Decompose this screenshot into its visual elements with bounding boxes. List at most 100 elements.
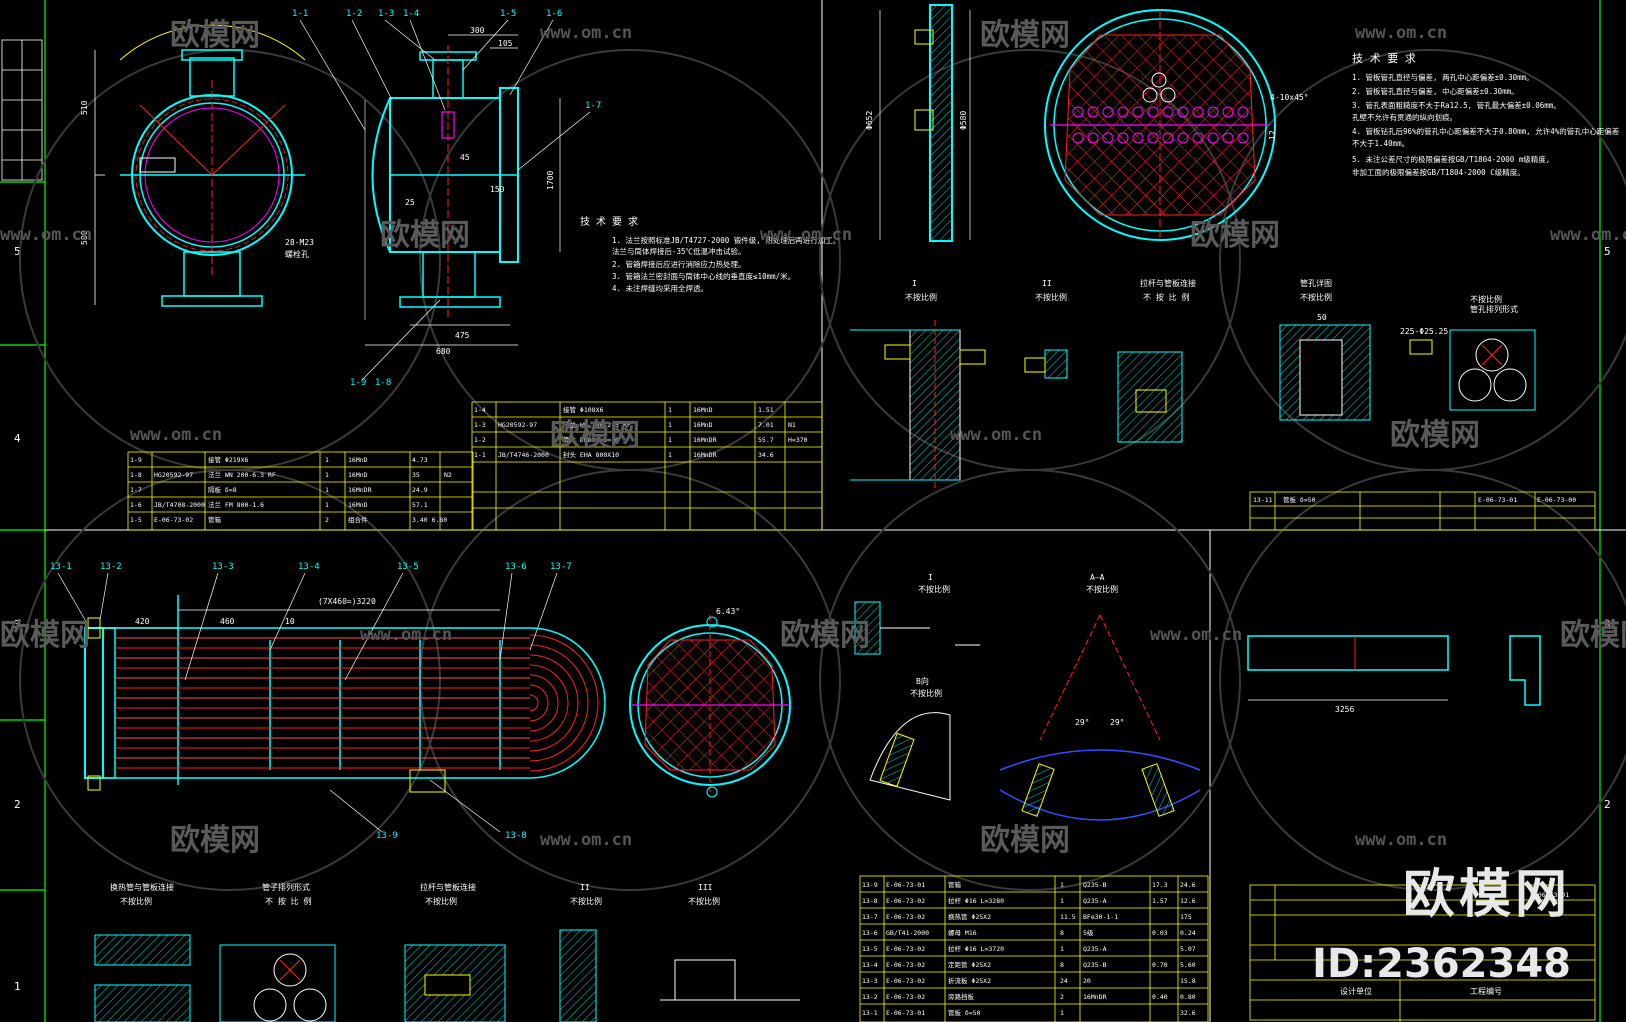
dim-10: 10	[285, 617, 295, 626]
bom-bottom-cell: 13-5	[862, 945, 878, 953]
bom-bottom-cell: 拉杆 Φ16 L=3720	[948, 944, 1004, 953]
bom-bottom-cell: Q235-A	[1083, 897, 1107, 905]
channel-front-labels: 510 580 28-M23 螺栓孔	[80, 100, 314, 259]
detail-title-I: I	[912, 279, 917, 288]
detail-views-row1	[94, 929, 800, 1022]
detail-title-tierod: 拉杆与管板连接	[1140, 278, 1196, 288]
tie-rod-labels: 3256	[1335, 705, 1354, 714]
bom-top-mid-cell: 1	[668, 406, 672, 414]
wm-brand: 欧模网	[170, 18, 260, 53]
tech-req-top-right-title: 技 术 要 求	[1352, 52, 1416, 65]
tube-hole	[1237, 106, 1249, 118]
bom-bottom-cell: Q235-B	[1083, 881, 1107, 889]
bom-bottom-cell: 12.6	[1180, 897, 1196, 905]
bom-bottom-cell: E-06-73-02	[886, 913, 925, 921]
bom-bottom-cell: 0.40	[1152, 993, 1168, 1001]
bom-bottom-cell: 旁路挡板	[948, 992, 975, 1001]
tube-hole	[1222, 132, 1234, 144]
tube-hole	[1132, 106, 1144, 118]
tube-hole	[1162, 106, 1174, 118]
detail-sub-II: 不按比例	[1035, 292, 1067, 302]
bom-bottom-cell: 20	[1083, 977, 1091, 985]
bom-bottom-cell: 13-4	[862, 961, 878, 969]
bom-top-mid-cell: 接管 Φ108X6	[563, 405, 603, 414]
bom-top-left-cell: 法兰 WN 200-6.3 RF	[208, 470, 276, 479]
u-bend	[529, 684, 549, 722]
bom-bottom-cell: 0.70	[1152, 961, 1168, 969]
tube-bundle-dims: 420 460 10 (7X460=)3220	[135, 597, 376, 626]
bom-bottom-cell: 32.6	[1180, 1009, 1196, 1017]
bom-bottom-cell: 换热管 Φ25X2	[948, 912, 991, 921]
bom-top-left-cell: 16MnD	[348, 471, 368, 479]
bom-top-mid-cell: N1	[788, 421, 796, 429]
bottom-leaders	[57, 572, 558, 833]
bom-bottom-cell: GB/T41-2000	[886, 929, 929, 937]
detail-sub-I: 不按比例	[905, 292, 937, 302]
bom-bottom-cell: 管箱	[948, 880, 962, 889]
brand-watermarks: 欧模网 欧模网 欧模网 欧模网 欧模网 欧模网 欧模网 欧模网 欧模网 欧模网 …	[0, 18, 1626, 858]
bom-top-mid-cell: 34.6	[758, 451, 774, 459]
bom-top-left-cell: 1-9	[130, 456, 142, 464]
tube-lines	[115, 634, 599, 772]
tube-hole	[1222, 106, 1234, 118]
bom-top-left-cell: 3.40 6.80	[412, 516, 447, 524]
dim-580b: Φ580	[959, 111, 968, 130]
tech-req-mid-line: 4. 未注焊缝均采用全焊透。	[612, 283, 708, 293]
wm-brand: 欧模网	[1390, 418, 1480, 453]
dim-1700: 1700	[546, 171, 555, 190]
bom-bottom-cell: 定距管 Φ25X2	[948, 960, 991, 969]
dim-45: 45	[460, 153, 470, 162]
dim-29b: 29°	[1110, 718, 1124, 727]
wm-site: www.om.cn	[130, 425, 222, 445]
tech-req-line: 1. 管板管孔直径与偏差, 两孔中心距偏差±0.30mm。	[1352, 72, 1534, 82]
bom-top-left-cell: 35	[412, 471, 420, 479]
bom-top-mid-cell: 1.51	[758, 406, 774, 414]
bom-bottom-cell: 5.07	[1180, 945, 1196, 953]
detail-title-tube-tubesheet: 换热管与管板连接	[110, 882, 174, 892]
label-13-9: 13-9	[376, 831, 398, 841]
bom-top-mid-cell: 16MnD	[693, 406, 713, 414]
row-number-1: 1	[14, 980, 21, 993]
row-number-5: 5	[14, 245, 21, 258]
row-number-2: 2	[14, 798, 21, 811]
tube-hole	[1207, 132, 1219, 144]
dim-652: Φ652	[865, 111, 874, 130]
bom-top-left-cell: 隔板 δ=8	[208, 485, 237, 494]
bom-bottom-cell: 1	[1060, 881, 1064, 889]
label-1-2: 1-2	[346, 9, 362, 19]
channel-side-labels: 300 105 475 680 45 25 150 1700	[405, 26, 555, 356]
row-number-3-right: 3	[1604, 618, 1611, 631]
label-1-4: 1-4	[403, 9, 419, 19]
detail-title-I-bottom: I	[928, 573, 933, 582]
detail-title-II: II	[1042, 279, 1052, 288]
dim-3220: (7X460=)3220	[318, 597, 376, 606]
u-bend	[529, 634, 599, 772]
bom-top-mid-cell: 16MnDR	[693, 436, 717, 444]
dim-25: 25	[405, 198, 415, 207]
top-left-leaders	[299, 19, 591, 381]
title-block-bottom-right: 设计单位 工程编号 E-06-73-01	[1249, 884, 1596, 1022]
detail-sub-hole: 不按比例	[1300, 292, 1332, 302]
bom-bottom-cell: 0.03	[1152, 929, 1168, 937]
detail-title-III: III	[698, 883, 713, 892]
detail-sub-II-bottom: 不按比例	[570, 896, 602, 906]
tube-hole	[1132, 132, 1144, 144]
tb-name: 管板 δ=50	[1283, 495, 1316, 504]
bom-top-left-cell: JB/T4708-2000	[154, 501, 205, 509]
detail-top-labels: 50 225-Φ25.25	[1317, 313, 1448, 336]
watermark-id: ID:2362348	[1312, 941, 1571, 987]
detail-sub-B: 不按比例	[910, 688, 942, 698]
tech-req-top-right: 技 术 要 求 1. 管板管孔直径与偏差, 两孔中心距偏差±0.30mm。 2.…	[1352, 52, 1620, 177]
tube-bundle-elevation	[84, 595, 606, 793]
bom-top-mid-cell: 1-2	[474, 436, 486, 444]
u-bend	[529, 644, 589, 762]
row-number-3: 3	[14, 618, 21, 631]
bom-bottom-cell: E-06-73-02	[886, 993, 925, 1001]
tube-rows-label: 225-Φ25.25	[1400, 327, 1448, 336]
detail-views-top	[850, 320, 1536, 490]
bom-top-left-cell: 组合件	[348, 515, 368, 524]
tb-code: E-06-73-01	[1530, 891, 1569, 899]
row-number-5-right: 5	[1604, 245, 1611, 258]
